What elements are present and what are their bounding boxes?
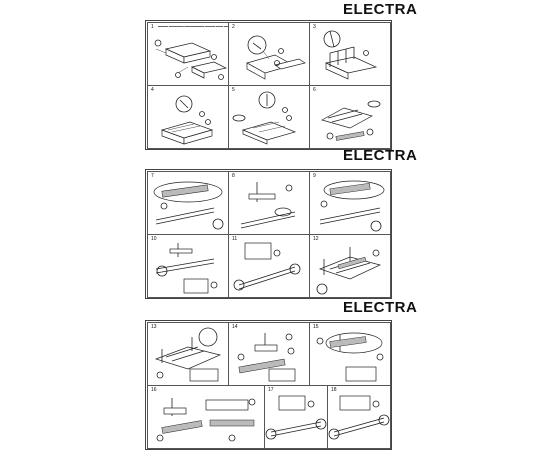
brand-title-1: ELECTRA (343, 1, 418, 18)
step-number: 15 (313, 324, 319, 330)
step-illustration (246, 35, 306, 80)
step-illustration (232, 91, 297, 145)
instruction-sheet-1: 1 ▬▬▬▬ ▬▬▬▬▬▬ ▬▬▬▬▬▬▬▬ ▬▬▬▬ ▬▬▬ ▬▬▬▬ 2 3 (145, 20, 392, 150)
step-number: 8 (232, 173, 235, 179)
step-panel-9: 9 (309, 171, 391, 235)
step-illustration (237, 333, 296, 382)
step-illustration (153, 181, 224, 230)
step-panel-2: 2 (228, 22, 310, 86)
step-number: 10 (151, 236, 157, 242)
step-number: 2 (232, 24, 235, 30)
step-illustration (155, 243, 218, 294)
step-illustration (156, 398, 256, 442)
step-panel-10: 10 (147, 234, 229, 298)
step-illustration (160, 95, 214, 145)
step-number: 4 (151, 87, 154, 93)
brand-title-2: ELECTRA (343, 147, 418, 164)
step-number: 9 (313, 173, 316, 179)
instruction-sheet-3: 13 14 15 16 (145, 320, 392, 450)
step-number: 5 (232, 87, 235, 93)
step-illustration (154, 39, 228, 80)
step-illustration (265, 395, 327, 440)
step-panel-13: 13 (147, 322, 229, 386)
step-illustration (323, 30, 378, 80)
step-panel-15: 15 (309, 322, 391, 386)
step-number: 17 (268, 387, 274, 393)
step-panel-3: 3 (309, 22, 391, 86)
step-number: 16 (151, 387, 157, 393)
step-panel-18: 18 (327, 385, 391, 449)
instruction-sheet-2: 7 8 9 10 (145, 169, 392, 299)
step-illustration (240, 182, 296, 229)
step-illustration (154, 327, 222, 382)
step-illustration (233, 242, 301, 291)
step-panel-8: 8 (228, 171, 310, 235)
step-number: 3 (313, 24, 316, 30)
step-panel-14: 14 (228, 322, 310, 386)
step-illustration (321, 100, 381, 141)
step-number: 6 (313, 87, 316, 93)
step-panel-17: 17 (264, 385, 328, 449)
step-panel-12: 12 (309, 234, 391, 298)
step-number: 13 (151, 324, 157, 330)
step-panel-6: 6 (309, 85, 391, 149)
step-illustration (328, 395, 390, 440)
step-panel-1: 1 ▬▬▬▬ ▬▬▬▬▬▬ ▬▬▬▬▬▬▬▬ ▬▬▬▬ ▬▬▬ ▬▬▬▬ (147, 22, 229, 86)
step-illustration (316, 332, 384, 382)
step-number: 11 (232, 236, 238, 242)
step-number: 14 (232, 324, 238, 330)
step-panel-16: 16 (147, 385, 265, 449)
step-number: 12 (313, 236, 319, 242)
step-number: 7 (151, 173, 154, 179)
step-panel-7: 7 (147, 171, 229, 235)
step-panel-5: 5 (228, 85, 310, 149)
brand-title-3: ELECTRA (343, 299, 418, 316)
step-number: 18 (331, 387, 337, 393)
step-note: ▬▬▬▬ ▬▬▬▬▬▬ ▬▬▬▬▬▬▬▬ ▬▬▬▬ ▬▬▬ ▬▬▬▬ (158, 25, 229, 28)
step-number: 1 (151, 24, 154, 30)
step-illustration (316, 247, 382, 295)
step-panel-4: 4 (147, 85, 229, 149)
step-panel-11: 11 (228, 234, 310, 298)
step-illustration (319, 180, 385, 232)
